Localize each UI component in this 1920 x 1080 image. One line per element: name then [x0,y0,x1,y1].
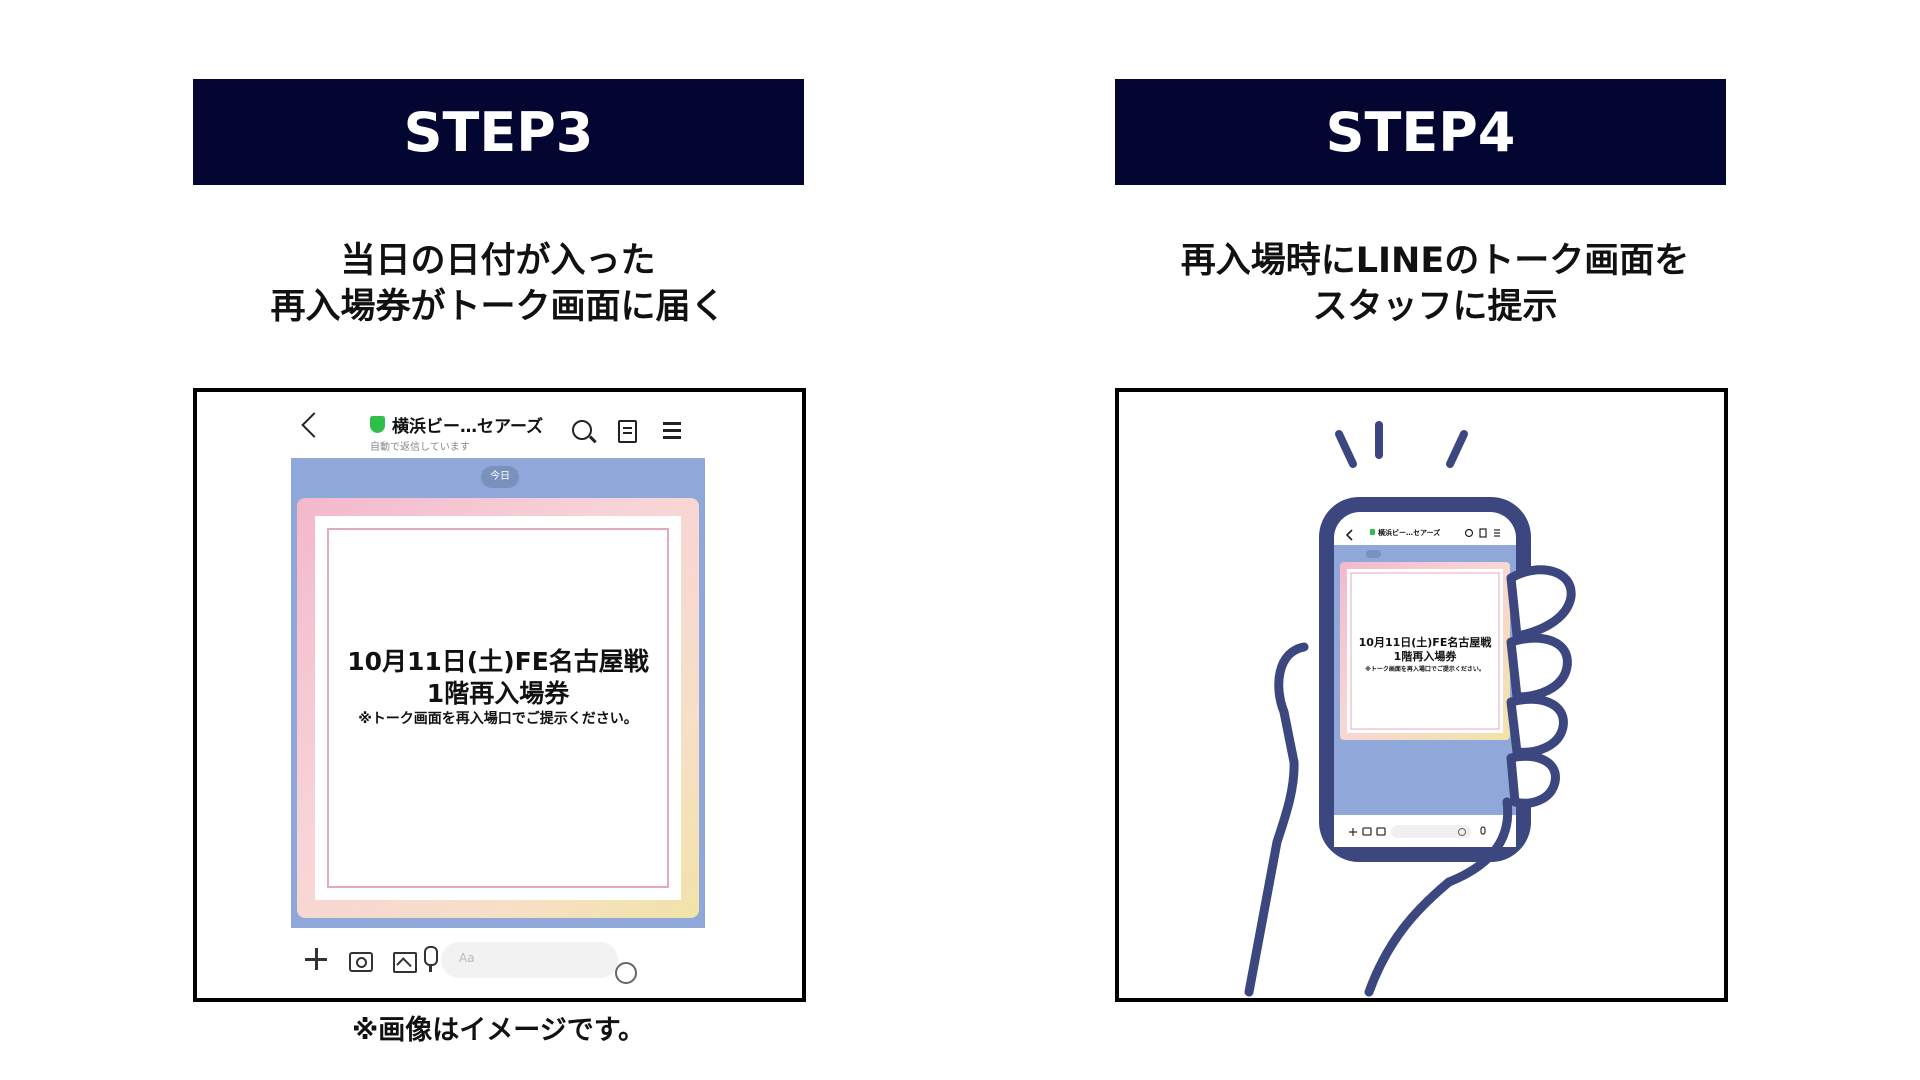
image-disclaimer: ※画像はイメージです。 [351,1015,645,1046]
search-icon[interactable] [572,420,592,440]
phone-ticket-line1: 10月11日(土)FE名古屋戦 [1359,635,1493,649]
ticket-title-line1: 10月11日(土)FE名古屋戦 [347,647,649,676]
step3-desc-line2: 再入場券がトーク画面に届く [270,287,726,327]
chat-input-bar: Aa [197,928,802,998]
message-input[interactable]: Aa [441,942,637,984]
image-icon[interactable] [393,952,417,973]
step4-illustration: 横浜ビー…セアーズ 10月11日(土)FE名古屋戦 1階再入場券 ※トーク画面を… [1115,388,1728,1002]
ticket-border [327,528,669,888]
phone-ticket-note: ※トーク画面を再入場口でご提示ください。 [1365,665,1485,673]
menu-icon[interactable] [663,422,681,425]
chat-account-name: 横浜ビー…セアーズ [392,417,544,437]
ticket-title-line2: 1階再入場券 [426,679,570,708]
microphone-icon[interactable] [424,946,438,972]
verified-shield-icon [1370,529,1375,535]
plus-icon[interactable] [305,949,327,968]
back-arrow-icon[interactable] [301,412,327,438]
hand-fingers [1506,565,1576,808]
message-placeholder: Aa [459,951,475,965]
ticket-inner: 10月11日(土)FE名古屋戦 1階再入場券 ※トーク画面を再入場口でご提示くだ… [315,516,681,900]
phone-ticket-line2: 1階再入場券 [1394,649,1458,663]
hand-back [1244,642,1309,997]
chat-header: 横浜ビー…セアーズ 自動で返信しています [197,392,802,458]
step3-chat-screenshot: 横浜ビー…セアーズ 自動で返信しています 今日 10月11日(土)FE名古屋戦 … [193,388,806,1002]
step4-desc-line1: 再入場時にLINEのトーク画面を [1180,241,1690,281]
step4-banner: STEP4 [1115,79,1726,185]
chat-area: 今日 10月11日(土)FE名古屋戦 1階再入場券 ※トーク画面を再入場口でご提… [291,458,705,928]
chat-account-status: 自動で返信しています [370,442,470,453]
step3-description: 当日の日付が入った 再入場券がトーク画面に届く [148,238,848,330]
hand-holding-phone-illustration: 横浜ビー…セアーズ 10月11日(土)FE名古屋戦 1階再入場券 ※トーク画面を… [1244,421,1576,997]
verified-shield-icon [370,416,385,433]
notes-icon[interactable] [618,420,637,443]
phone-account-name: 横浜ビー…セアーズ [1378,528,1440,537]
step4-desc-line2: スタッフに提示 [1312,287,1558,327]
ticket-note: ※トーク画面を再入場口でご提示ください。 [358,711,638,727]
date-chip: 今日 [481,466,519,488]
camera-icon[interactable] [349,952,373,972]
ticket-message-card: 10月11日(土)FE名古屋戦 1階再入場券 ※トーク画面を再入場口でご提示くだ… [297,498,699,918]
emoji-icon[interactable] [615,962,637,984]
step3-banner: STEP3 [193,79,804,185]
step4-description: 再入場時にLINEのトーク画面を スタッフに提示 [1085,238,1785,330]
alert-lines-icon [1335,421,1468,468]
step3-desc-line1: 当日の日付が入った [340,241,656,281]
